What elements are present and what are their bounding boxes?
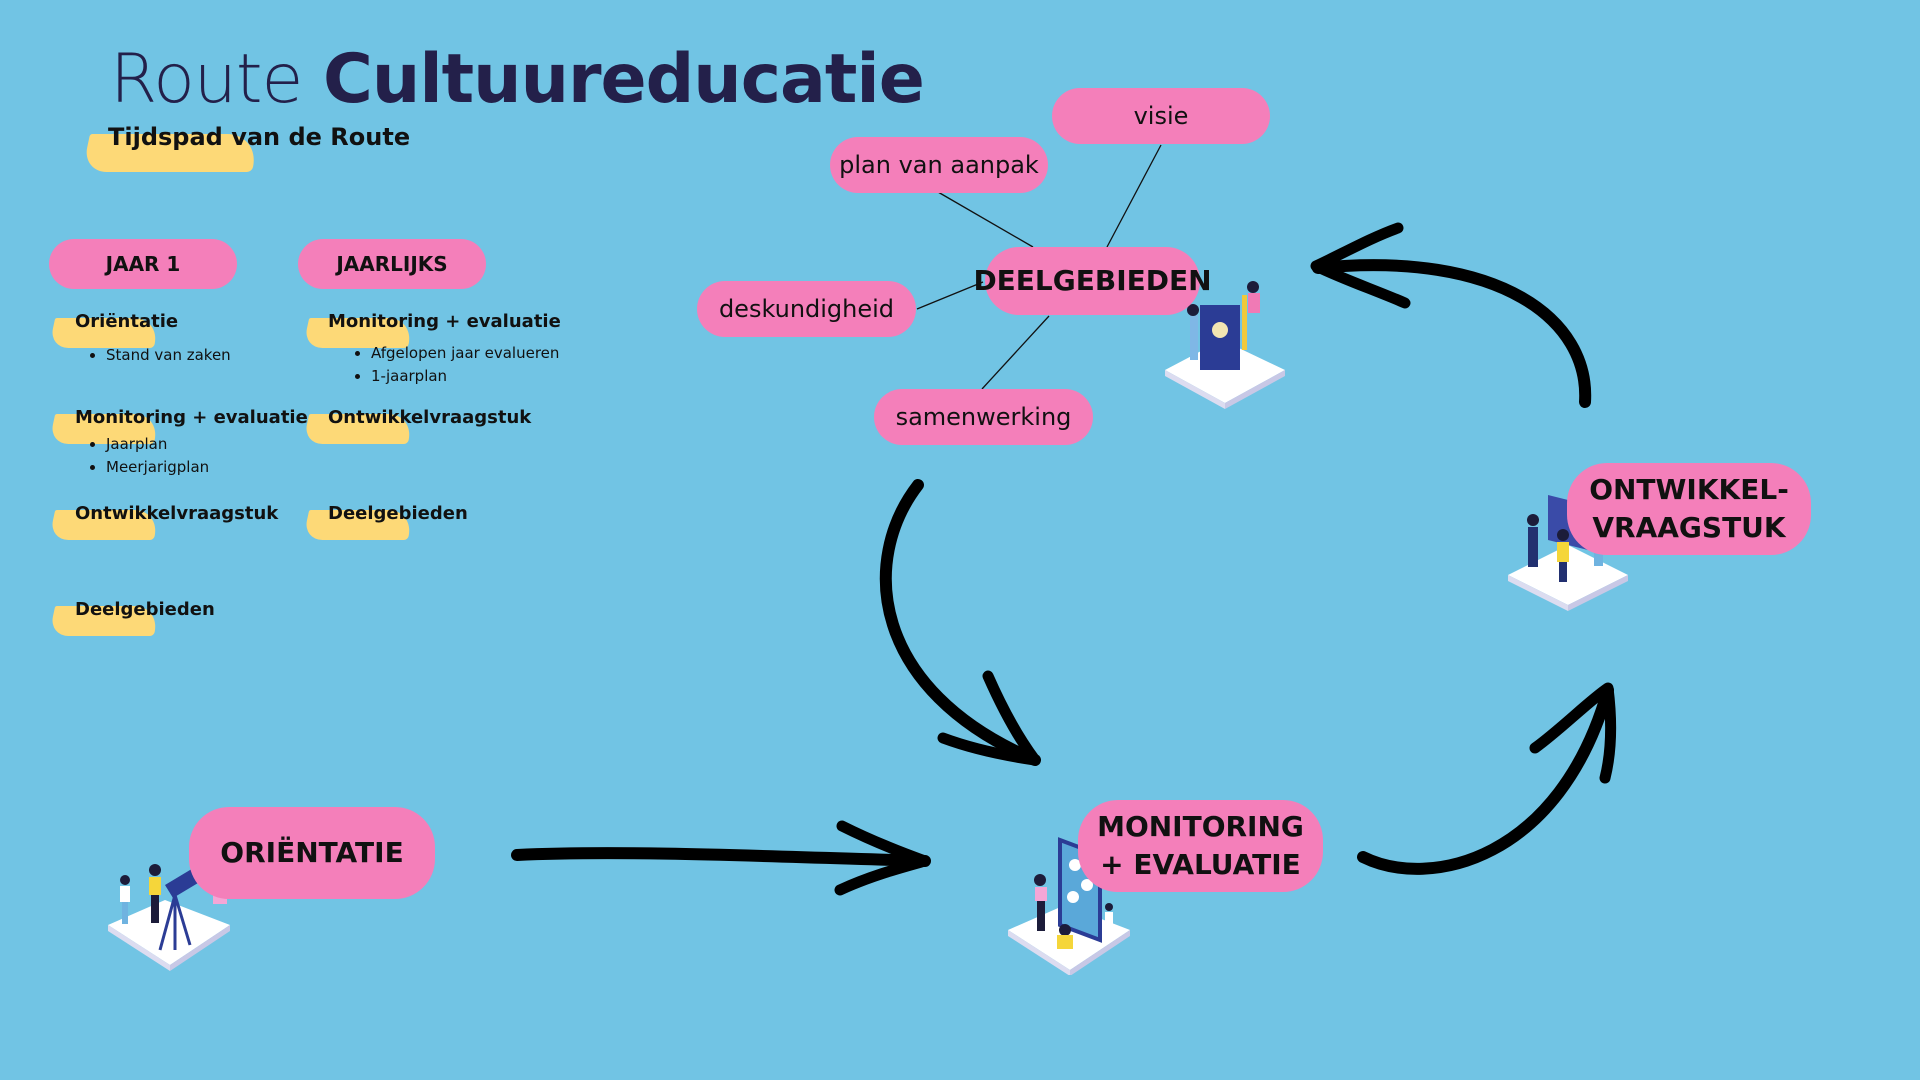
title-light: Route	[110, 40, 303, 119]
arrow-head	[834, 820, 931, 896]
deelgebieden-illustration	[1165, 281, 1285, 409]
node-label: DEELGEBIEDEN	[973, 264, 1212, 297]
page-title: Route Cultuureducatie	[110, 40, 925, 120]
node-label: plan van aanpak	[839, 151, 1039, 179]
node-label-line2: VRAAGSTUK	[1592, 511, 1786, 544]
bullet-item: Afgelopen jaar evalueren	[371, 342, 559, 365]
node-label: visie	[1133, 102, 1189, 130]
node-monitoring-evaluatie: MONITORING + EVALUATIE	[1078, 800, 1323, 892]
ontwikkel-illustration	[1508, 495, 1628, 611]
node-orientatie: ORIËNTATIE	[189, 807, 435, 899]
item-bullets: Jaarplan Meerjarigplan	[88, 433, 209, 479]
column-header-label: JAAR 1	[105, 252, 181, 276]
connector-plan	[937, 191, 1034, 248]
connector-deskundigheid	[916, 281, 984, 310]
connector-visie	[1106, 144, 1162, 248]
node-label-line1: MONITORING	[1097, 810, 1304, 843]
item-title-monitoring: Monitoring + evaluatie	[75, 407, 308, 428]
item-title-ontwikkelvraagstuk: Ontwikkelvraagstuk	[328, 407, 532, 428]
node-label: ORIËNTATIE	[220, 836, 404, 869]
node-plan-van-aanpak: plan van aanpak	[830, 137, 1048, 193]
column-header-jaar1: JAAR 1	[49, 239, 237, 289]
arrow-orientatie-to-monitoring	[511, 847, 931, 867]
item-bullets: Afgelopen jaar evalueren 1-jaarplan	[353, 342, 559, 388]
arrow-deelgebieden-to-monitoring	[879, 479, 1041, 766]
node-deelgebieden: DEELGEBIEDEN	[973, 247, 1212, 315]
column-header-label: JAARLIJKS	[336, 252, 448, 276]
item-title-orientatie: Oriëntatie	[75, 311, 179, 332]
node-label: samenwerking	[895, 403, 1072, 431]
item-title-deelgebieden: Deelgebieden	[328, 503, 468, 524]
arrow-head	[1310, 222, 1411, 309]
node-label: deskundigheid	[718, 295, 895, 323]
item-title-monitoring: Monitoring + evaluatie	[328, 311, 561, 332]
bullet-item: 1-jaarplan	[371, 365, 559, 388]
node-samenwerking: samenwerking	[874, 389, 1093, 445]
node-label-line1: ONTWIKKEL-	[1589, 473, 1789, 506]
bullet-item: Meerjarigplan	[106, 456, 209, 479]
subtitle: Tijdspad van de Route	[108, 123, 411, 151]
arrow-head	[937, 670, 1041, 766]
item-title-deelgebieden: Deelgebieden	[75, 599, 215, 620]
item-title-ontwikkelvraagstuk: Ontwikkelvraagstuk	[75, 503, 279, 524]
arrow-monitoring-to-ontwikkel	[1357, 684, 1614, 875]
column-header-jaarlijks: JAARLIJKS	[298, 239, 486, 289]
arrow-ontwikkel-to-deelgebieden	[1312, 259, 1592, 408]
item-bullets: Stand van zaken	[88, 344, 231, 367]
arrow-head	[1529, 682, 1617, 784]
bullet-item: Stand van zaken	[106, 344, 231, 367]
node-visie: visie	[1052, 88, 1270, 144]
bullet-item: Jaarplan	[106, 433, 209, 456]
title-bold: Cultuureducatie	[323, 40, 925, 119]
node-deskundigheid: deskundigheid	[697, 281, 916, 337]
node-ontwikkelvraagstuk: ONTWIKKEL- VRAAGSTUK	[1567, 463, 1811, 555]
node-label-line2: + EVALUATIE	[1100, 848, 1301, 881]
connector-samenwerking	[981, 315, 1050, 390]
